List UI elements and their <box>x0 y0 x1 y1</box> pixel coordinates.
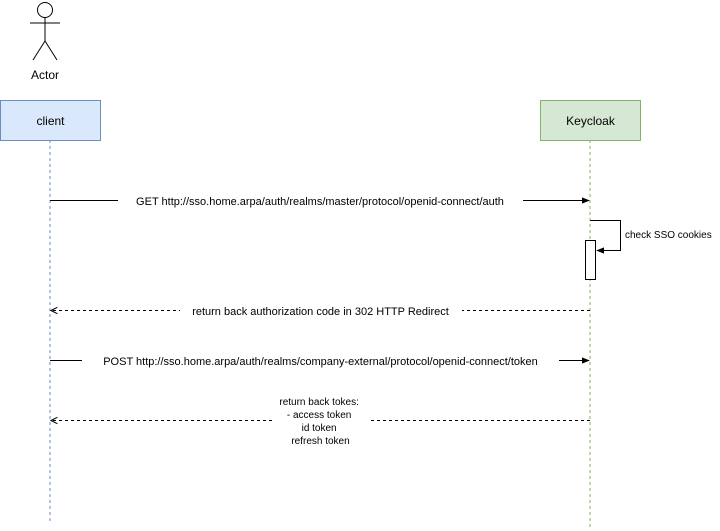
check-sso-arrow <box>590 220 621 254</box>
return-code-label: return back authorization code in 302 HT… <box>192 306 449 318</box>
post-token-label-bg <box>82 353 559 368</box>
actor-label: Actor <box>31 68 59 82</box>
return-tokens-line-3: id token <box>302 423 337 434</box>
post-token-label: POST http://sso.home.arpa/auth/realms/co… <box>103 356 538 368</box>
check-sso-label: check SSO cookies <box>625 230 712 241</box>
get-auth-label-bg <box>118 193 523 208</box>
return-tokens-label: return back tokes: - access token id tok… <box>279 397 361 447</box>
get-auth-label: GET http://sso.home.arpa/auth/realms/mas… <box>136 196 504 208</box>
keycloak-activation-box <box>585 240 596 280</box>
return-tokens-label-bg <box>275 395 368 447</box>
actor-icon <box>30 2 60 61</box>
return-tokens-line-1: return back tokes: <box>279 397 358 408</box>
client-participant-box[interactable] <box>0 100 101 141</box>
return-tokens-line-4: refresh token <box>291 436 349 447</box>
return-tokens-line-2: - access token <box>287 410 351 421</box>
return-code-label-bg <box>180 303 462 318</box>
keycloak-participant-label: Keycloak <box>566 114 616 128</box>
client-participant-label: client <box>36 114 65 128</box>
keycloak-participant-box[interactable] <box>540 100 641 141</box>
